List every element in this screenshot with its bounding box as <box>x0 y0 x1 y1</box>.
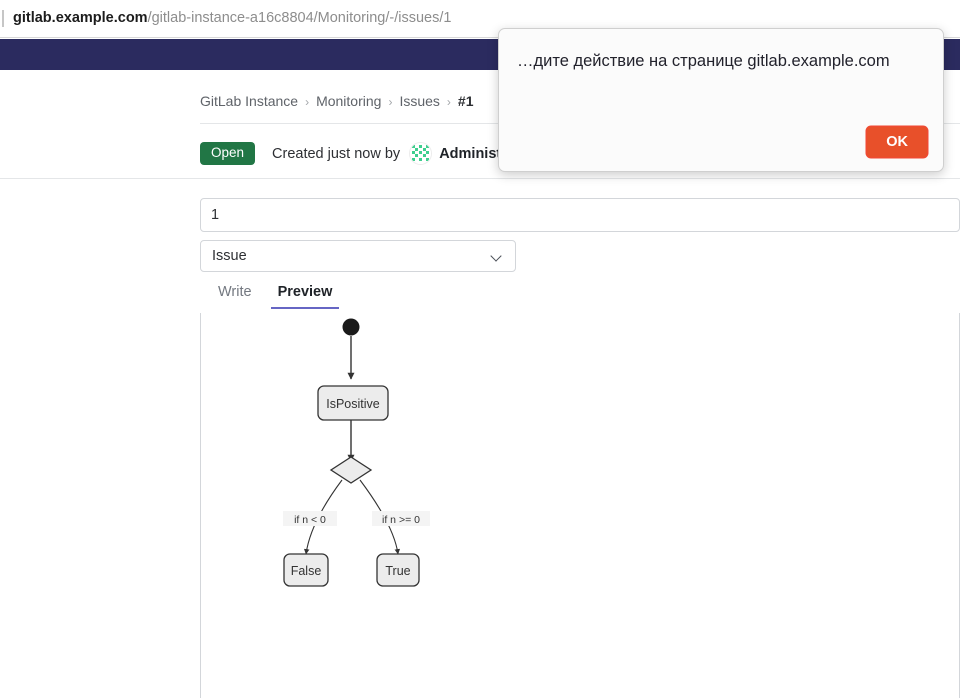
svg-text:IsPositive: IsPositive <box>326 397 380 411</box>
breadcrumb-item-project[interactable]: Monitoring <box>316 93 382 109</box>
chevron-down-icon <box>492 251 503 262</box>
breadcrumb-separator-icon: › <box>446 95 451 109</box>
created-text: Created just now by <box>272 145 401 162</box>
breadcrumb-item-current: #1 <box>457 93 474 109</box>
diagram-edge-label-false: if n < 0 <box>283 511 337 526</box>
mermaid-diagram: IsPositive if n < 0 <box>201 313 960 698</box>
breadcrumb-separator-icon: › <box>305 95 310 109</box>
svg-text:False: False <box>291 564 322 578</box>
diagram-edge-label-true: if n >= 0 <box>372 511 430 526</box>
diagram-node-ispositive: IsPositive <box>317 385 389 421</box>
url-text-cursor <box>2 10 4 27</box>
diagram-node-choice <box>329 456 373 484</box>
diagram-node-start <box>342 318 360 336</box>
url-host: gitlab.example.com <box>13 10 148 27</box>
confirm-dialog: …дите действие на странице gitlab.exampl… <box>498 28 944 172</box>
diagram-node-true: True <box>376 553 420 587</box>
diagram-edge-label-true-text: if n >= 0 <box>382 514 420 526</box>
markdown-preview-panel: IsPositive if n < 0 <box>200 313 960 698</box>
breadcrumb: GitLab Instance › Monitoring › Issues › #1 <box>200 93 473 109</box>
confirm-dialog-ok-button[interactable]: OK <box>867 127 927 157</box>
avatar[interactable] <box>409 142 433 165</box>
url-path: /gitlab-instance-a16c8804/Monitoring/-/i… <box>147 10 452 27</box>
url-text: gitlab.example.com/gitlab-instance-a16c8… <box>13 11 451 26</box>
breadcrumb-separator-icon: › <box>388 95 393 109</box>
tab-write[interactable]: Write <box>218 284 252 300</box>
issue-title-input[interactable] <box>200 198 960 232</box>
issue-status-row: Open Created just now by Administrat <box>200 142 520 165</box>
breadcrumb-item-instance[interactable]: GitLab Instance <box>200 93 299 109</box>
svg-text:True: True <box>385 564 410 578</box>
diagram-node-false: False <box>283 553 329 587</box>
status-divider <box>0 178 960 179</box>
tab-preview[interactable]: Preview <box>270 284 340 309</box>
issue-type-select[interactable]: Issue <box>200 240 516 272</box>
editor-tabs: Write Preview <box>218 284 340 309</box>
browser-url-bar[interactable]: gitlab.example.com/gitlab-instance-a16c8… <box>0 0 960 38</box>
issue-type-value: Issue <box>212 248 247 264</box>
breadcrumb-item-issues[interactable]: Issues <box>399 93 440 109</box>
confirm-dialog-message: …дите действие на странице gitlab.exampl… <box>517 52 890 70</box>
diagram-edge-label-false-text: if n < 0 <box>294 514 326 526</box>
status-badge: Open <box>200 142 256 165</box>
